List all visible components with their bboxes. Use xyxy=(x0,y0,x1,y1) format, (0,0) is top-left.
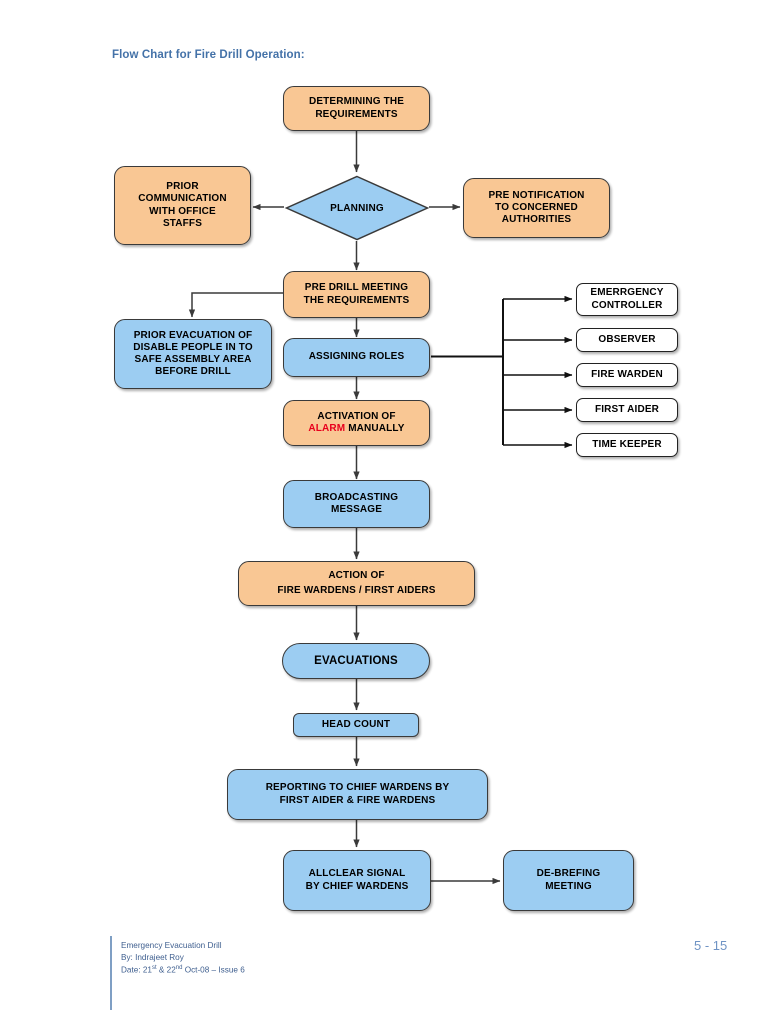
node-label-line2: ALARM MANUALLY xyxy=(288,423,425,435)
footer-text: Emergency Evacuation Drill By: Indrajeet… xyxy=(121,940,245,976)
node-prior-communication[interactable]: PRIOR COMMUNICATION WITH OFFICE STAFFS xyxy=(114,166,251,245)
node-label: DETERMINING THE REQUIREMENTS xyxy=(308,96,405,120)
node-label: FIRE WARDEN xyxy=(591,368,663,380)
node-label: TIME KEEPER xyxy=(592,438,662,450)
node-head-count[interactable]: HEAD COUNT xyxy=(293,713,419,737)
node-broadcasting-message[interactable]: BROADCASTING MESSAGE xyxy=(283,480,430,528)
node-label: PRE NOTIFICATION TO CONCERNED AUTHORITIE… xyxy=(488,189,585,226)
footer-divider xyxy=(110,936,112,1010)
node-label: PRIOR COMMUNICATION WITH OFFICE STAFFS xyxy=(138,181,227,229)
node-label: PLANNING xyxy=(330,202,384,214)
node-label: EMERRGENCY CONTROLLER xyxy=(590,287,664,311)
node-role-emergency-controller[interactable]: EMERRGENCY CONTROLLER xyxy=(576,283,678,316)
footer-line-author: By: Indrajeet Roy xyxy=(121,952,184,962)
node-label: OBSERVER xyxy=(598,333,656,345)
node-label: ASSIGNING ROLES xyxy=(308,351,405,363)
date-sup-st: st xyxy=(151,964,157,971)
node-pre-drill-meeting[interactable]: PRE DRILL MEETING THE REQUIREMENTS xyxy=(283,271,430,318)
node-label: PRE DRILL MEETING THE REQUIREMENTS xyxy=(303,282,410,306)
footer-line-title: Emergency Evacuation Drill xyxy=(121,941,222,950)
node-determining-requirements[interactable]: DETERMINING THE REQUIREMENTS xyxy=(283,86,430,131)
diamond-shape xyxy=(284,175,430,241)
node-role-time-keeper[interactable]: TIME KEEPER xyxy=(576,433,678,457)
node-role-observer[interactable]: OBSERVER xyxy=(576,328,678,352)
node-action-of-wardens[interactable]: ACTION OF FIRE WARDENS / FIRST AIDERS xyxy=(238,561,475,606)
node-reporting-to-chief-wardens[interactable]: REPORTING TO CHIEF WARDENS BY FIRST AIDE… xyxy=(227,769,488,820)
node-label: BROADCASTING MESSAGE xyxy=(314,491,399,515)
date-prefix: Date: 21 xyxy=(121,965,152,975)
node-role-fire-warden[interactable]: FIRE WARDEN xyxy=(576,363,678,387)
page-title: Flow Chart for Fire Drill Operation: xyxy=(112,49,305,61)
alarm-keyword: ALARM xyxy=(308,423,346,434)
node-pre-notification[interactable]: PRE NOTIFICATION TO CONCERNED AUTHORITIE… xyxy=(463,178,610,238)
page-number: 5 - 15 xyxy=(694,938,728,953)
node-label-line2: FIRE WARDENS / FIRST AIDERS xyxy=(277,584,436,596)
node-evacuations[interactable]: EVACUATIONS xyxy=(282,643,430,679)
date-sup-nd: nd xyxy=(175,964,183,971)
node-assigning-roles[interactable]: ASSIGNING ROLES xyxy=(283,338,430,377)
node-label: FIRST AIDER xyxy=(594,403,660,415)
node-allclear-signal[interactable]: ALLCLEAR SIGNAL BY CHIEF WARDENS xyxy=(283,850,431,911)
node-label: PRIOR EVACUATION OF DISABLE PEOPLE IN TO… xyxy=(133,329,253,378)
node-activation-of-alarm[interactable]: ACTIVATION OF ALARM MANUALLY xyxy=(283,400,430,446)
node-label: REPORTING TO CHIEF WARDENS BY FIRST AIDE… xyxy=(265,782,450,806)
node-role-first-aider[interactable]: FIRST AIDER xyxy=(576,398,678,422)
node-label: DE-BREFING MEETING xyxy=(536,868,601,892)
alarm-suffix: MANUALLY xyxy=(345,423,405,434)
date-suffix: Oct-08 – Issue 6 xyxy=(182,965,245,975)
node-label: ALLCLEAR SIGNAL BY CHIEF WARDENS xyxy=(305,868,409,892)
node-de-brefing-meeting[interactable]: DE-BREFING MEETING xyxy=(503,850,634,911)
node-planning-decision[interactable]: PLANNING xyxy=(284,175,430,241)
node-label-line1: ACTIVATION OF xyxy=(317,410,396,422)
node-prior-evacuation[interactable]: PRIOR EVACUATION OF DISABLE PEOPLE IN TO… xyxy=(114,319,272,389)
node-label-line1: ACTION OF xyxy=(328,570,385,582)
footer-line-date: Date: 21st & 22nd Oct-08 – Issue 6 xyxy=(121,964,245,977)
date-mid: & 22 xyxy=(156,965,176,975)
node-label: HEAD COUNT xyxy=(321,718,391,730)
node-label: EVACUATIONS xyxy=(314,654,398,667)
